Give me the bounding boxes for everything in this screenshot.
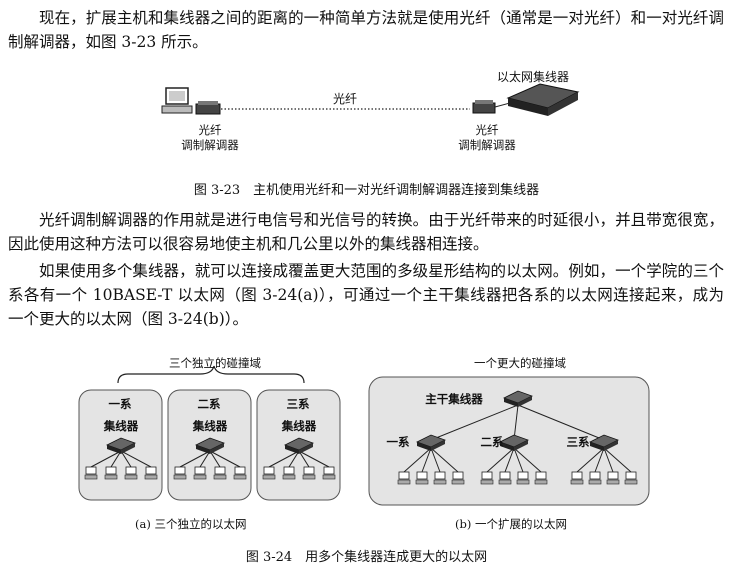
dept2-b-hub-icon	[498, 434, 530, 451]
backbone-hub-icon	[502, 390, 534, 407]
hub-label-3: 集线器	[281, 419, 317, 433]
dept1-b-host-icon-3	[433, 471, 447, 485]
paragraph-2-text: 光纤调制解调器的作用就是进行电信号和光信号的转换。由于光纤带来的时延很小，并且带…	[8, 211, 724, 253]
paragraph-1: 现在，扩展主机和集线器之间的距离的一种简单方法就是使用光纤（通常是一对光纤）和一…	[8, 6, 724, 54]
dept3-b-link-1	[576, 447, 605, 473]
dept3-b-host-icon-2	[588, 471, 602, 485]
dept3-b-host-icon-3	[606, 471, 620, 485]
dept3-label-a: 三系	[286, 397, 310, 411]
dept1-b-hub-icon	[415, 434, 447, 451]
dept3-b-hub-icon	[588, 434, 620, 451]
dept2-label-a: 二系	[197, 397, 221, 411]
collision-domain-brace	[117, 365, 305, 384]
dept2-a-host-icon-3	[213, 466, 227, 480]
paragraph-3-text: 如果使用多个集线器，就可以连接成覆盖更大范围的多级星形结构的以太网。例如，一个学…	[8, 262, 724, 328]
backbone-hub-label: 主干集线器	[425, 392, 483, 406]
hub-label-2: 集线器	[192, 419, 228, 433]
dept1-b-link-1	[403, 447, 432, 473]
computer-icon	[161, 87, 193, 114]
dept3-a-host-icon-2	[282, 466, 296, 480]
dept1-a-link-3	[120, 450, 132, 468]
dept3-b-link-3	[603, 447, 614, 473]
dept2-a-host-icon-4	[233, 466, 247, 480]
paragraph-2: 光纤调制解调器的作用就是进行电信号和光信号的转换。由于光纤带来的时延很小，并且带…	[8, 208, 724, 256]
dept2-label-b: 二系	[480, 435, 504, 449]
dept2-a-host-icon-1	[173, 466, 187, 480]
dept2-a-link-4	[209, 450, 241, 468]
dept3-a-link-4	[298, 450, 330, 468]
backbone-link-1	[430, 404, 519, 441]
dept3-b-host-icon-4	[624, 471, 638, 485]
dept2-b-host-icon-2	[498, 471, 512, 485]
hub-label-1: 集线器	[103, 419, 139, 433]
dept1-b-link-2	[421, 447, 432, 473]
dept3-a-host-icon-3	[302, 466, 316, 480]
modem-left-label-2: 调制解调器	[181, 138, 239, 152]
backbone-link-2	[513, 404, 519, 441]
paragraph-1-text: 现在，扩展主机和集线器之间的距离的一种简单方法就是使用光纤（通常是一对光纤）和一…	[8, 9, 724, 51]
fiber-modem-right-icon	[472, 100, 496, 114]
fiber-modem-left-icon	[195, 101, 221, 115]
dept2-a-hub-icon	[194, 437, 226, 454]
dept3-a-link-2	[288, 450, 300, 468]
dept1-b-host-icon-2	[415, 471, 429, 485]
paragraph-3: 如果使用多个集线器，就可以连接成覆盖更大范围的多级星形结构的以太网。例如，一个学…	[8, 259, 724, 331]
dept1-a-host-icon-4	[144, 466, 158, 480]
dept1-b-host-icon-4	[451, 471, 465, 485]
dept2-b-link-3	[513, 447, 524, 473]
ethernet-hub-label: 以太网集线器	[496, 70, 569, 84]
dept3-b-link-2	[594, 447, 605, 473]
dept3-a-link-1	[268, 450, 300, 468]
dept1-label-b: 一系	[386, 435, 410, 449]
dept2-b-host-icon-3	[516, 471, 530, 485]
dept1-a-host-icon-1	[84, 466, 98, 480]
three-collision-domains-label: 三个独立的碰撞域	[169, 356, 261, 370]
subcaption-b: (b) 一个扩展的以太网	[455, 517, 567, 531]
dept1-a-hub-icon	[105, 437, 137, 454]
dept1-b-link-3	[430, 447, 441, 473]
dept3-label-b: 三系	[566, 435, 590, 449]
dept2-b-host-icon-4	[534, 471, 548, 485]
backbone-link-3	[517, 404, 605, 441]
dept2-a-host-icon-2	[193, 466, 207, 480]
modem-right-label-1: 光纤	[475, 123, 499, 137]
dept1-a-host-icon-2	[104, 466, 118, 480]
dept3-b-link-4	[603, 447, 632, 473]
dept1-label-a: 一系	[108, 397, 132, 411]
figure-3-23-caption: 图 3-23 主机使用光纤和一对光纤调制解调器连接到集线器	[193, 183, 540, 198]
fiber-label: 光纤	[332, 92, 357, 106]
dept2-b-host-icon-1	[480, 471, 494, 485]
modem-right-label-2: 调制解调器	[458, 138, 516, 152]
dept2-a-link-1	[179, 450, 211, 468]
dept2-a-link-3	[209, 450, 221, 468]
dept3-a-link-3	[298, 450, 310, 468]
dept1-a-link-1	[90, 450, 122, 468]
figure-3-24-caption: 图 3-24 用多个集线器连成更大的以太网	[245, 550, 488, 565]
modem-left-label-1: 光纤	[198, 123, 222, 137]
dept3-a-host-icon-4	[322, 466, 336, 480]
dept2-b-link-4	[513, 447, 542, 473]
dept1-b-host-icon-1	[397, 471, 411, 485]
dept3-a-host-icon-1	[262, 466, 276, 480]
dept1-b-link-4	[430, 447, 459, 473]
dept2-b-link-2	[504, 447, 515, 473]
subcaption-a: (a) 三个独立的以太网	[135, 517, 247, 531]
dept3-a-hub-icon	[283, 437, 315, 454]
dept1-a-link-2	[110, 450, 122, 468]
dept2-a-link-2	[199, 450, 211, 468]
dept2-b-link-1	[486, 447, 515, 473]
ethernet-hub-icon	[506, 83, 580, 116]
dept1-a-link-4	[120, 450, 152, 468]
dept1-a-host-icon-3	[124, 466, 138, 480]
one-collision-domain-label: 一个更大的碰撞域	[474, 356, 566, 370]
dept3-b-host-icon-1	[570, 471, 584, 485]
